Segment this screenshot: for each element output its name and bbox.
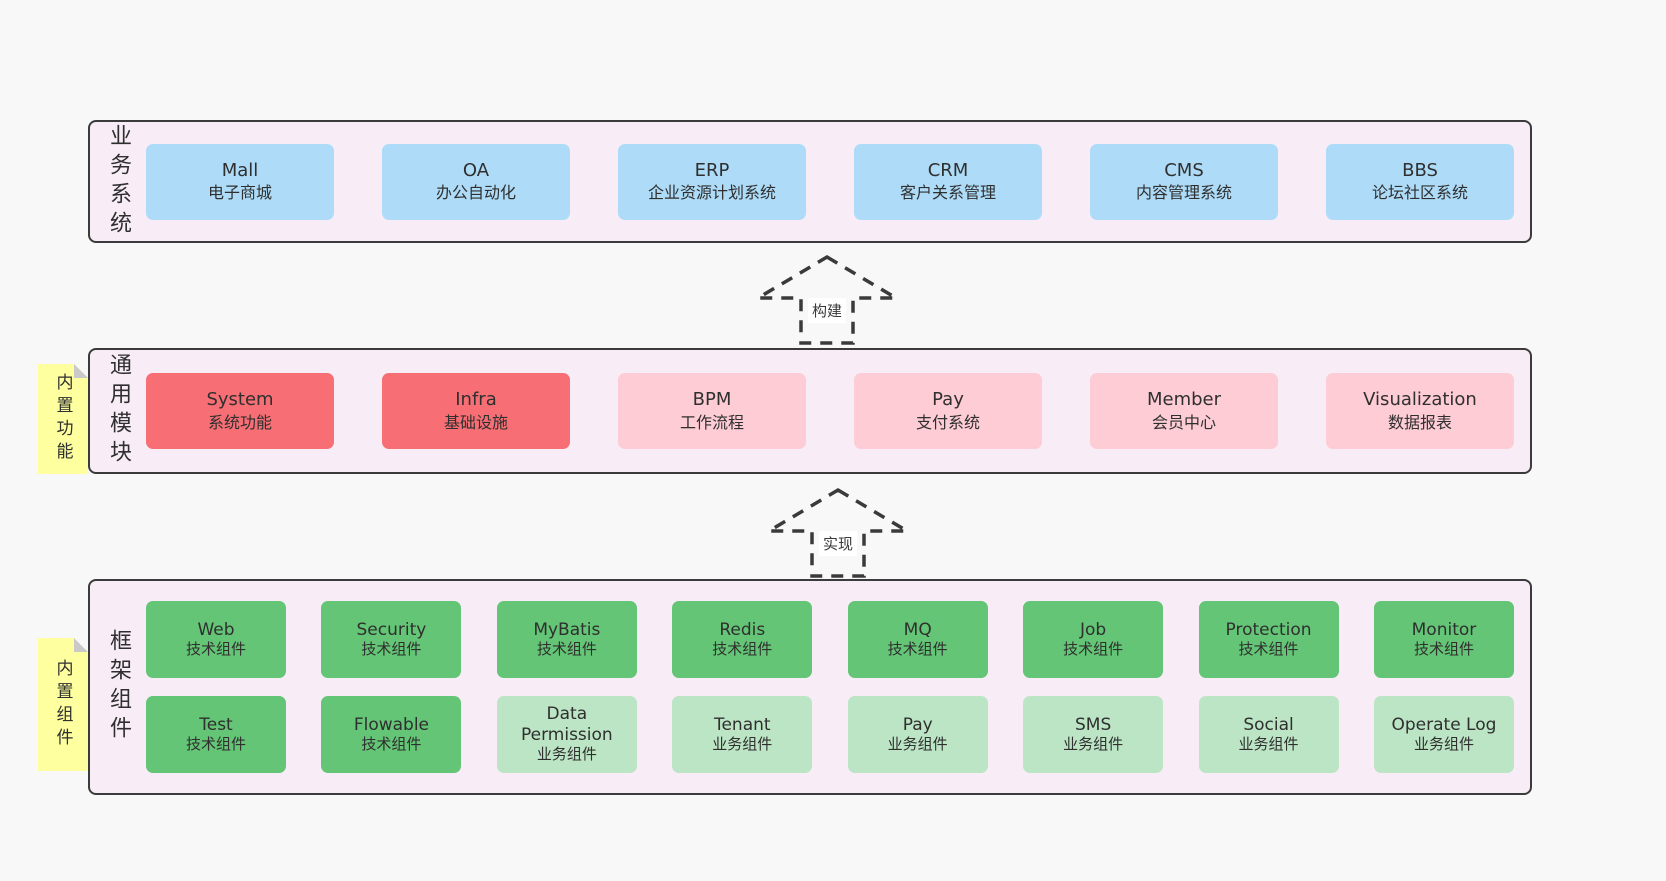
box-member: Member 会员中心 (1090, 373, 1278, 449)
box-crm: CRM 客户关系管理 (854, 143, 1042, 220)
box-mq: MQ 技术组件 (847, 601, 988, 678)
box-erp: ERP 企业资源计划系统 (618, 143, 806, 220)
box-tenant: Tenant 业务组件 (672, 696, 813, 773)
layer-framework-label: 框架组件 (106, 629, 131, 745)
box-web: Web 技术组件 (146, 601, 286, 678)
box-infra: Infra 基础设施 (382, 373, 570, 449)
layer-framework-body: Web 技术组件 Security 技术组件 MyBatis 技术组件 Redi… (146, 581, 1530, 793)
box-social: Social 业务组件 (1198, 696, 1339, 773)
layer-business-body: Mall 电子商城 OA 办公自动化 ERP 企业资源计划系统 CRM 客户关系… (146, 122, 1530, 241)
arrow-build-label: 构建 (807, 298, 847, 323)
folded-corner-icon (74, 364, 88, 378)
box-test: Test 技术组件 (146, 696, 286, 773)
box-flowable: Flowable 技术组件 (321, 696, 462, 773)
box-sms: SMS 业务组件 (1023, 696, 1164, 773)
box-mybatis: MyBatis 技术组件 (496, 601, 637, 678)
up-arrow-icon (752, 254, 902, 345)
box-operate-log: Operate Log 业务组件 (1373, 696, 1514, 773)
box-protection: Protection 技术组件 (1198, 601, 1339, 678)
box-job: Job 技术组件 (1023, 601, 1164, 678)
box-oa: OA 办公自动化 (382, 143, 570, 220)
box-security: Security 技术组件 (321, 601, 462, 678)
box-bbs: BBS 论坛社区系统 (1326, 143, 1514, 220)
box-system: System 系统功能 (146, 373, 334, 449)
box-bpm: BPM 工作流程 (618, 373, 806, 449)
folded-corner-icon (74, 638, 88, 652)
box-visualization: Visualization 数据报表 (1326, 373, 1514, 449)
layer-business-systems: 业务系统 Mall 电子商城 OA 办公自动化 ERP 企业资源计划系统 CRM… (88, 120, 1532, 243)
layer-business-label: 业务系统 (106, 123, 131, 240)
layer-modules-body: System 系统功能 Infra 基础设施 BPM 工作流程 Pay 支付系统… (146, 350, 1530, 472)
box-pay-component: Pay 业务组件 (847, 696, 988, 773)
arrow-implement: 实现 (763, 487, 913, 579)
sticky-built-in-features: 内置功能 (38, 364, 88, 474)
arrow-build: 构建 (752, 254, 902, 346)
box-monitor: Monitor 技术组件 (1373, 601, 1514, 678)
box-mall: Mall 电子商城 (146, 143, 334, 220)
layer-common-modules: 通用模块 System 系统功能 Infra 基础设施 BPM 工作流程 Pay… (88, 348, 1532, 474)
box-pay-system: Pay 支付系统 (854, 373, 1042, 449)
framework-row-1: Web 技术组件 Security 技术组件 MyBatis 技术组件 Redi… (146, 601, 1514, 678)
box-redis: Redis 技术组件 (672, 601, 813, 678)
arrow-implement-label: 实现 (818, 531, 858, 556)
up-arrow-icon (763, 487, 913, 578)
box-data-permission: Data Permission 业务组件 (496, 696, 637, 773)
sticky-built-in-components: 内置组件 (38, 638, 88, 771)
layer-modules-label: 通用模块 (106, 353, 131, 469)
box-cms: CMS 内容管理系统 (1090, 143, 1278, 220)
framework-row-2: Test 技术组件 Flowable 技术组件 Data Permission … (146, 696, 1514, 773)
layer-framework-components: 框架组件 Web 技术组件 Security 技术组件 MyBatis 技术组件… (88, 579, 1532, 795)
